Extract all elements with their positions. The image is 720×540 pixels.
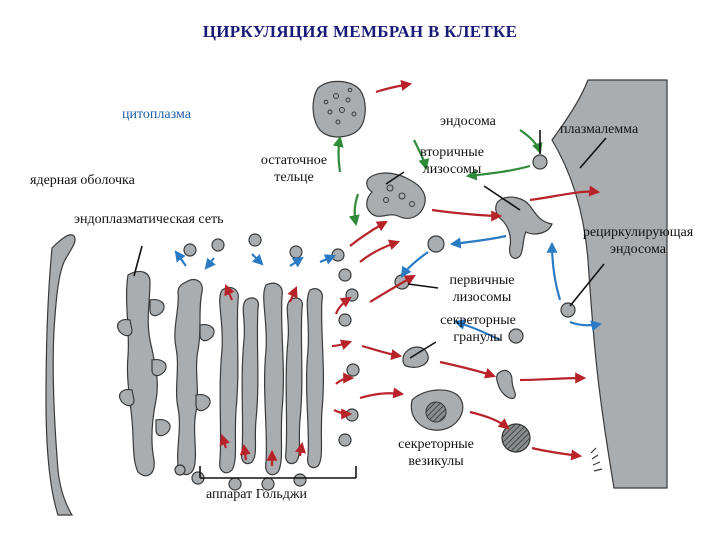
label-residual-body-line2: тельце bbox=[274, 170, 314, 185]
secretory-vesicle-1-core bbox=[425, 401, 447, 423]
arrows-blue bbox=[174, 234, 603, 341]
label-er: эндоплазматическая сеть bbox=[74, 212, 224, 227]
label-secretory-vesicles: секреторные везикулы bbox=[380, 436, 492, 470]
label-recycling-endosome-line1: рециркулирующая bbox=[582, 225, 694, 240]
label-secretory-granules: секреторные гранулы bbox=[422, 312, 534, 346]
residual-body-contents bbox=[323, 87, 357, 125]
label-secondary-lysosomes: вторичные лизосомы bbox=[406, 144, 498, 178]
label-secretory-vesicles-line1: секреторные bbox=[398, 437, 474, 452]
secretory-vesicle-2 bbox=[501, 423, 531, 453]
diagram-title: ЦИРКУЛЯЦИЯ МЕМБРАН В КЛЕТКЕ bbox=[202, 22, 518, 41]
label-plasmalemma: плазмалемма bbox=[560, 122, 639, 137]
label-residual-body: остаточное тельце bbox=[248, 152, 340, 186]
secondary-lysosome-contents bbox=[383, 184, 415, 207]
label-cytoplasm: цитоплазма bbox=[122, 107, 191, 122]
primary-lysosomes bbox=[394, 235, 576, 344]
secretory-granule-1 bbox=[402, 346, 429, 368]
label-secretory-granules-line1: секреторные bbox=[440, 313, 516, 328]
golgi-stacks bbox=[219, 282, 325, 476]
early-endosome-vesicle bbox=[532, 154, 548, 170]
label-primary-lysosomes-line1: первичные bbox=[449, 273, 515, 288]
endosome-shape bbox=[495, 196, 553, 259]
secondary-lysosome-shape bbox=[366, 172, 426, 219]
plasmalemma-pits bbox=[590, 447, 603, 472]
label-recycling-endosome: рециркулирующая эндосома bbox=[568, 224, 708, 258]
transport-vesicles bbox=[174, 233, 360, 491]
nuclear-envelope-shape bbox=[45, 234, 76, 516]
arrows-red bbox=[219, 80, 601, 466]
leader-lines bbox=[133, 130, 607, 479]
label-recycling-endosome-line2: эндосома bbox=[610, 242, 666, 257]
label-endosome: эндосома bbox=[440, 114, 496, 129]
plasmalemma-shape bbox=[551, 79, 668, 489]
label-secondary-lysosomes-line1: вторичные bbox=[420, 145, 484, 160]
secretory-granule-2 bbox=[496, 369, 516, 399]
label-nuclear-envelope: ядерная оболочка bbox=[30, 173, 135, 188]
label-primary-lysosomes: первичные лизосомы bbox=[428, 272, 536, 306]
label-residual-body-line1: остаточное bbox=[260, 153, 328, 168]
label-golgi: аппарат Гольджи bbox=[206, 487, 308, 502]
label-secretory-granules-line2: гранулы bbox=[453, 330, 503, 345]
er-cisternae bbox=[117, 270, 215, 477]
label-primary-lysosomes-line2: лизосомы bbox=[452, 290, 512, 305]
label-secondary-lysosomes-line2: лизосомы bbox=[422, 162, 482, 177]
label-secretory-vesicles-line2: везикулы bbox=[408, 454, 464, 469]
